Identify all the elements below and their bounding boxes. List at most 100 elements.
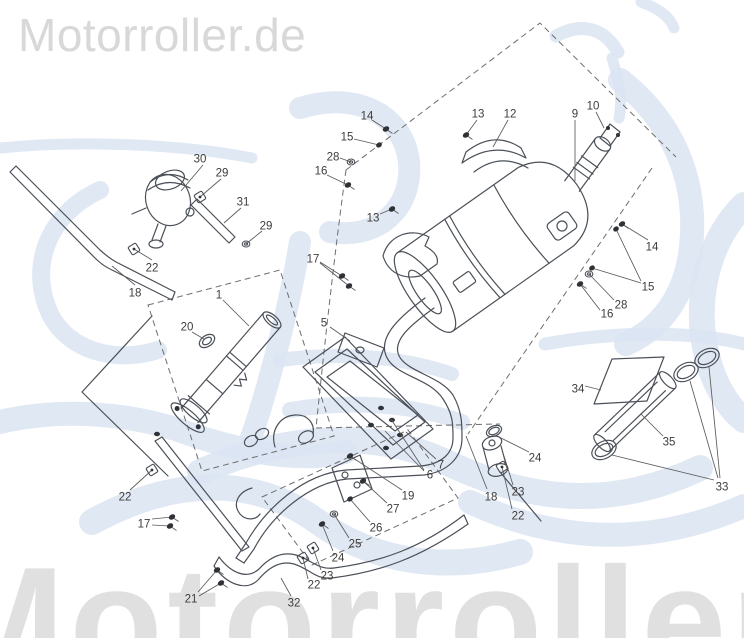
callout-28: 28 <box>584 270 628 311</box>
callout-label: 14 <box>361 110 374 122</box>
callout-label: 17 <box>307 253 320 265</box>
exhaust-rings-33 <box>591 347 720 461</box>
dashed-construction-lines <box>147 22 677 566</box>
callout-label: 19 <box>402 490 415 502</box>
plate-34 <box>593 356 665 405</box>
callout-23: 23 <box>306 541 334 582</box>
callout-22: 22 <box>119 463 159 503</box>
callout-label: 25 <box>349 538 362 550</box>
callout-label: 30 <box>194 153 207 165</box>
watermark-logo-top: Motorroller.de <box>18 9 307 61</box>
callout-24: 24 <box>318 521 345 564</box>
callout-31: 31 <box>223 196 250 224</box>
callout-label: 13 <box>472 108 485 120</box>
callout-label: 32 <box>288 597 301 609</box>
callout-label: 22 <box>512 510 525 522</box>
dashed-box-muffler-top <box>345 22 677 171</box>
callout-18: 18 <box>111 265 142 299</box>
callout-29: 29 <box>241 220 273 248</box>
callout-label: 13 <box>367 212 380 224</box>
callout-28: 28 <box>327 151 356 166</box>
callout-22: 22 <box>495 460 525 522</box>
callout-7: 7 <box>405 431 444 471</box>
callout-19: 19 <box>346 453 415 502</box>
leader-vline <box>81 315 169 477</box>
callout-12: 12 <box>492 108 516 148</box>
hook-pieces <box>235 414 315 520</box>
callout-10: 10 <box>587 100 605 129</box>
callout-33: 33 <box>611 366 728 493</box>
dashed-divider-line <box>467 167 653 435</box>
callout-label: 22 <box>308 579 321 591</box>
sls-valve-30 <box>131 169 195 249</box>
callout-label: 16 <box>601 308 614 320</box>
dashed-box-header-pipe <box>147 269 335 472</box>
callout-13: 13 <box>367 206 399 224</box>
callout-label: 29 <box>216 167 229 179</box>
muffler-mount-lug <box>546 211 578 241</box>
callout-label: 23 <box>321 570 334 582</box>
callout-label: 27 <box>387 503 400 515</box>
callout-18: 18 <box>465 435 497 503</box>
callout-label: 5 <box>321 317 327 329</box>
callout-label: 28 <box>327 151 340 163</box>
exhaust-line-art <box>9 123 720 587</box>
watermark-swirls <box>0 0 744 576</box>
heat-shield-band-12 <box>461 139 529 173</box>
callout-24: 24 <box>498 436 542 464</box>
callout-label: 26 <box>370 522 383 534</box>
dashed-box-bracket <box>261 429 459 566</box>
callout-27: 27 <box>359 478 400 515</box>
callout-label: 6 <box>427 469 433 481</box>
callout-label: 10 <box>587 100 600 112</box>
callout-label: 35 <box>663 436 676 448</box>
callout-label: 15 <box>341 131 354 143</box>
callout-32: 32 <box>280 577 301 609</box>
callout-15: 15 <box>341 131 382 148</box>
callout-17: 17 <box>307 253 356 291</box>
inner-pipe-35 <box>593 370 677 453</box>
callout-21: 21 <box>185 567 228 605</box>
callout-label: 18 <box>129 287 142 299</box>
callout-label: 29 <box>260 220 273 232</box>
callout-5: 5 <box>321 317 351 342</box>
ring-24 <box>485 424 503 438</box>
callout-label: 9 <box>572 108 578 120</box>
callout-label: 31 <box>237 196 250 208</box>
stay-rod <box>154 431 250 552</box>
callout-1: 1 <box>216 289 250 327</box>
callout-label: 28 <box>615 299 628 311</box>
callout-label: 1 <box>216 289 222 301</box>
callout-6: 6 <box>384 418 433 481</box>
callout-35: 35 <box>640 413 676 448</box>
connector-tube-31 <box>190 198 236 244</box>
callout-17: 17 <box>138 514 179 531</box>
callout-label: 24 <box>332 552 345 564</box>
callout-9: 9 <box>572 108 578 181</box>
callout-25: 25 <box>329 510 362 550</box>
callout-20: 20 <box>181 321 205 340</box>
callout-30: 30 <box>180 153 207 192</box>
callout-26: 26 <box>347 496 383 534</box>
muffler-body <box>393 161 589 333</box>
callout-16: 16 <box>576 281 614 320</box>
dashed-box-muffler-bottom <box>315 423 501 429</box>
header-pipe-1 <box>170 311 282 433</box>
callout-23: 23 <box>503 455 524 498</box>
callout-22: 22 <box>296 551 321 591</box>
callout-29: 29 <box>193 167 229 204</box>
callout-label: 24 <box>529 452 542 464</box>
callout-label: 15 <box>642 281 655 293</box>
callout-label: 22 <box>146 262 159 274</box>
dashed-box-muffler-left <box>315 169 347 429</box>
callout-16: 16 <box>315 165 355 190</box>
callout-label: 14 <box>646 241 659 253</box>
callout-label: 21 <box>185 593 198 605</box>
callout-14: 14 <box>618 221 659 253</box>
callout-label: 20 <box>181 321 194 333</box>
callout-14: 14 <box>361 110 393 134</box>
callout-13: 13 <box>462 108 485 140</box>
